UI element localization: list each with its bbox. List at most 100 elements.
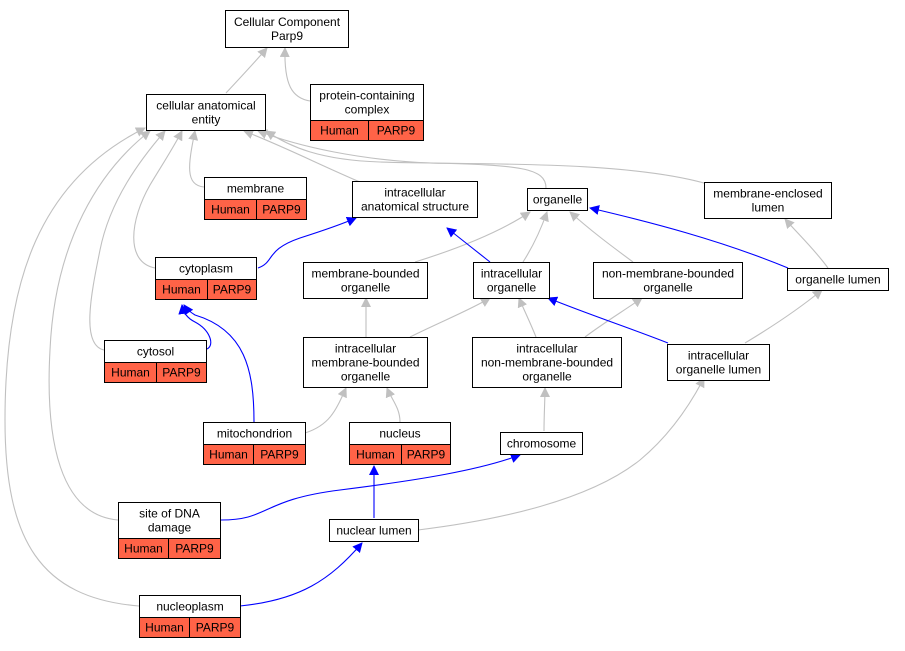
node-label: organelle bbox=[341, 370, 391, 384]
edge-ol-partof-organelle bbox=[589, 205, 789, 269]
gene-cell bbox=[401, 444, 451, 465]
gene-cell bbox=[156, 362, 207, 383]
node-box bbox=[303, 337, 428, 388]
node-label: membrane-enclosed bbox=[713, 187, 822, 201]
edge-cytosol-to-cae bbox=[89, 130, 166, 351]
node-label: non-membrane-bounded bbox=[602, 267, 734, 281]
species-label: Human bbox=[211, 203, 250, 217]
node-label: protein-containing bbox=[319, 89, 414, 103]
edge-io-partof-ias bbox=[446, 227, 491, 263]
edge-chromosome-to-inmbo bbox=[539, 387, 550, 432]
node-organelle[interactable]: organelle bbox=[527, 188, 588, 211]
node-label: intracellular bbox=[688, 349, 749, 363]
edge-iol-to-ol bbox=[744, 289, 823, 344]
gene-cell bbox=[256, 199, 307, 220]
edge-cytoplasm-to-cae bbox=[133, 130, 183, 269]
node-label: nucleoplasm bbox=[156, 600, 223, 614]
node-box bbox=[787, 268, 889, 291]
node-label: non-membrane-bounded bbox=[481, 356, 613, 370]
edge-iol-partof-io bbox=[547, 296, 669, 344]
edge-cytoplasm-partof-ias bbox=[257, 217, 357, 269]
node-box bbox=[146, 94, 266, 131]
node-label: organelle bbox=[643, 281, 693, 295]
node-box bbox=[225, 10, 349, 48]
node-label: complex bbox=[345, 103, 390, 117]
node-chromosome[interactable]: chromosome bbox=[500, 432, 583, 455]
node-inmbo[interactable]: intracellularnon-membrane-boundedorganel… bbox=[472, 337, 622, 388]
node-nl[interactable]: nuclear lumen bbox=[329, 519, 419, 542]
gene-label: PARP9 bbox=[196, 621, 235, 635]
edge-nmbo-to-organelle bbox=[569, 211, 634, 263]
node-label: intracellular bbox=[481, 267, 542, 281]
node-label: chromosome bbox=[507, 437, 577, 451]
node-label: membrane-bounded bbox=[311, 267, 419, 281]
gene-label: PARP9 bbox=[175, 542, 214, 556]
node-label: membrane bbox=[227, 182, 285, 196]
species-label: Human bbox=[356, 448, 395, 462]
edge-io-to-organelle bbox=[522, 211, 549, 263]
node-label: anatomical structure bbox=[361, 200, 469, 214]
edge-ol-to-mel bbox=[784, 218, 829, 269]
node-label: organelle lumen bbox=[676, 363, 761, 377]
node-label: mitochondrion bbox=[217, 427, 292, 441]
node-label: organelle lumen bbox=[795, 273, 880, 287]
node-label: organelle bbox=[487, 281, 537, 295]
gene-label: PARP9 bbox=[262, 203, 301, 217]
node-box bbox=[352, 181, 478, 218]
node-label: nuclear lumen bbox=[336, 524, 411, 538]
node-label: organelle bbox=[522, 370, 572, 384]
node-label: organelle bbox=[341, 281, 391, 295]
edge-mel-to-cae bbox=[265, 130, 705, 184]
node-label: cellular anatomical bbox=[156, 99, 255, 113]
node-label: Parp9 bbox=[271, 29, 303, 43]
species-label: Human bbox=[124, 542, 163, 556]
node-label: intracellular bbox=[384, 186, 445, 200]
edge-np-partof-nl bbox=[239, 542, 363, 607]
node-ol[interactable]: organelle lumen bbox=[787, 268, 889, 291]
gene-label: PARP9 bbox=[162, 366, 201, 380]
edge-mbo-to-organelle bbox=[414, 211, 531, 263]
species-label: Human bbox=[320, 124, 359, 138]
gene-cell bbox=[168, 538, 221, 559]
gene-label: PARP9 bbox=[377, 124, 416, 138]
node-box bbox=[500, 432, 583, 455]
gene-label: PARP9 bbox=[407, 448, 446, 462]
node-box bbox=[593, 262, 743, 299]
edge-cae-to-root bbox=[225, 47, 268, 94]
gene-cell bbox=[189, 617, 241, 638]
gene-label: PARP9 bbox=[260, 448, 299, 462]
node-box bbox=[329, 519, 419, 542]
node-label: intracellular bbox=[335, 342, 396, 356]
node-label: organelle bbox=[533, 193, 583, 207]
species-label: Human bbox=[162, 283, 201, 297]
node-label: Cellular Component bbox=[234, 15, 341, 29]
gene-cell bbox=[368, 120, 424, 141]
node-label: intracellular bbox=[516, 342, 577, 356]
species-label: Human bbox=[145, 621, 184, 635]
node-label: nucleus bbox=[379, 427, 420, 441]
edge-mito-to-imbo bbox=[304, 387, 347, 434]
gene-cell bbox=[207, 279, 257, 300]
node-label: cytoplasm bbox=[179, 262, 233, 276]
gene-cell bbox=[253, 444, 306, 465]
edge-inmbo-to-io bbox=[517, 297, 537, 338]
